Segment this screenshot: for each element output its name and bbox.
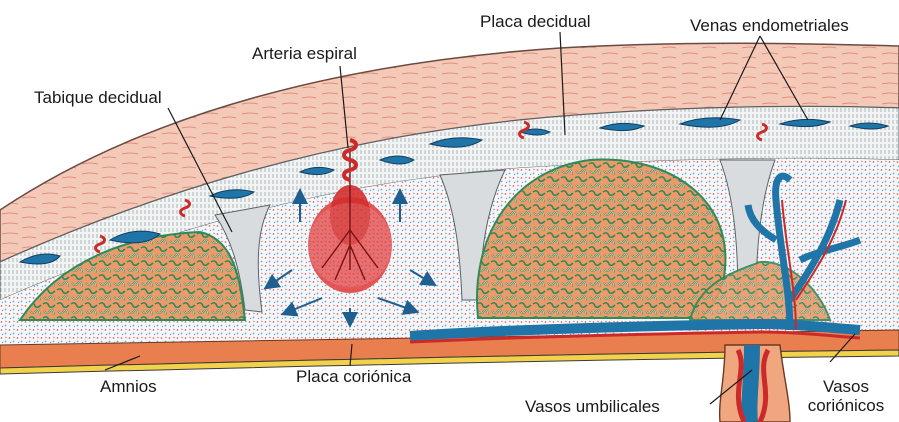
umbilical-vein <box>749 345 752 422</box>
label-vasos-corionicos-line2: coriónicos <box>800 396 892 415</box>
label-vasos-corionicos-line1: Vasos <box>800 377 892 396</box>
label-vasos-umbilicales: Vasos umbilicales <box>525 397 660 416</box>
label-amnios: Amnios <box>100 377 157 396</box>
label-placa-decidual: Placa decidual <box>480 12 591 31</box>
label-tabique-decidual: Tabique decidual <box>34 88 162 107</box>
label-venas-endometriales: Venas endometriales <box>690 16 849 35</box>
label-placa-corionica: Placa coriónica <box>296 367 411 386</box>
label-arteria-espiral: Arteria espiral <box>252 44 357 63</box>
label-vasos-corionicos: Vasos coriónicos <box>800 377 892 415</box>
